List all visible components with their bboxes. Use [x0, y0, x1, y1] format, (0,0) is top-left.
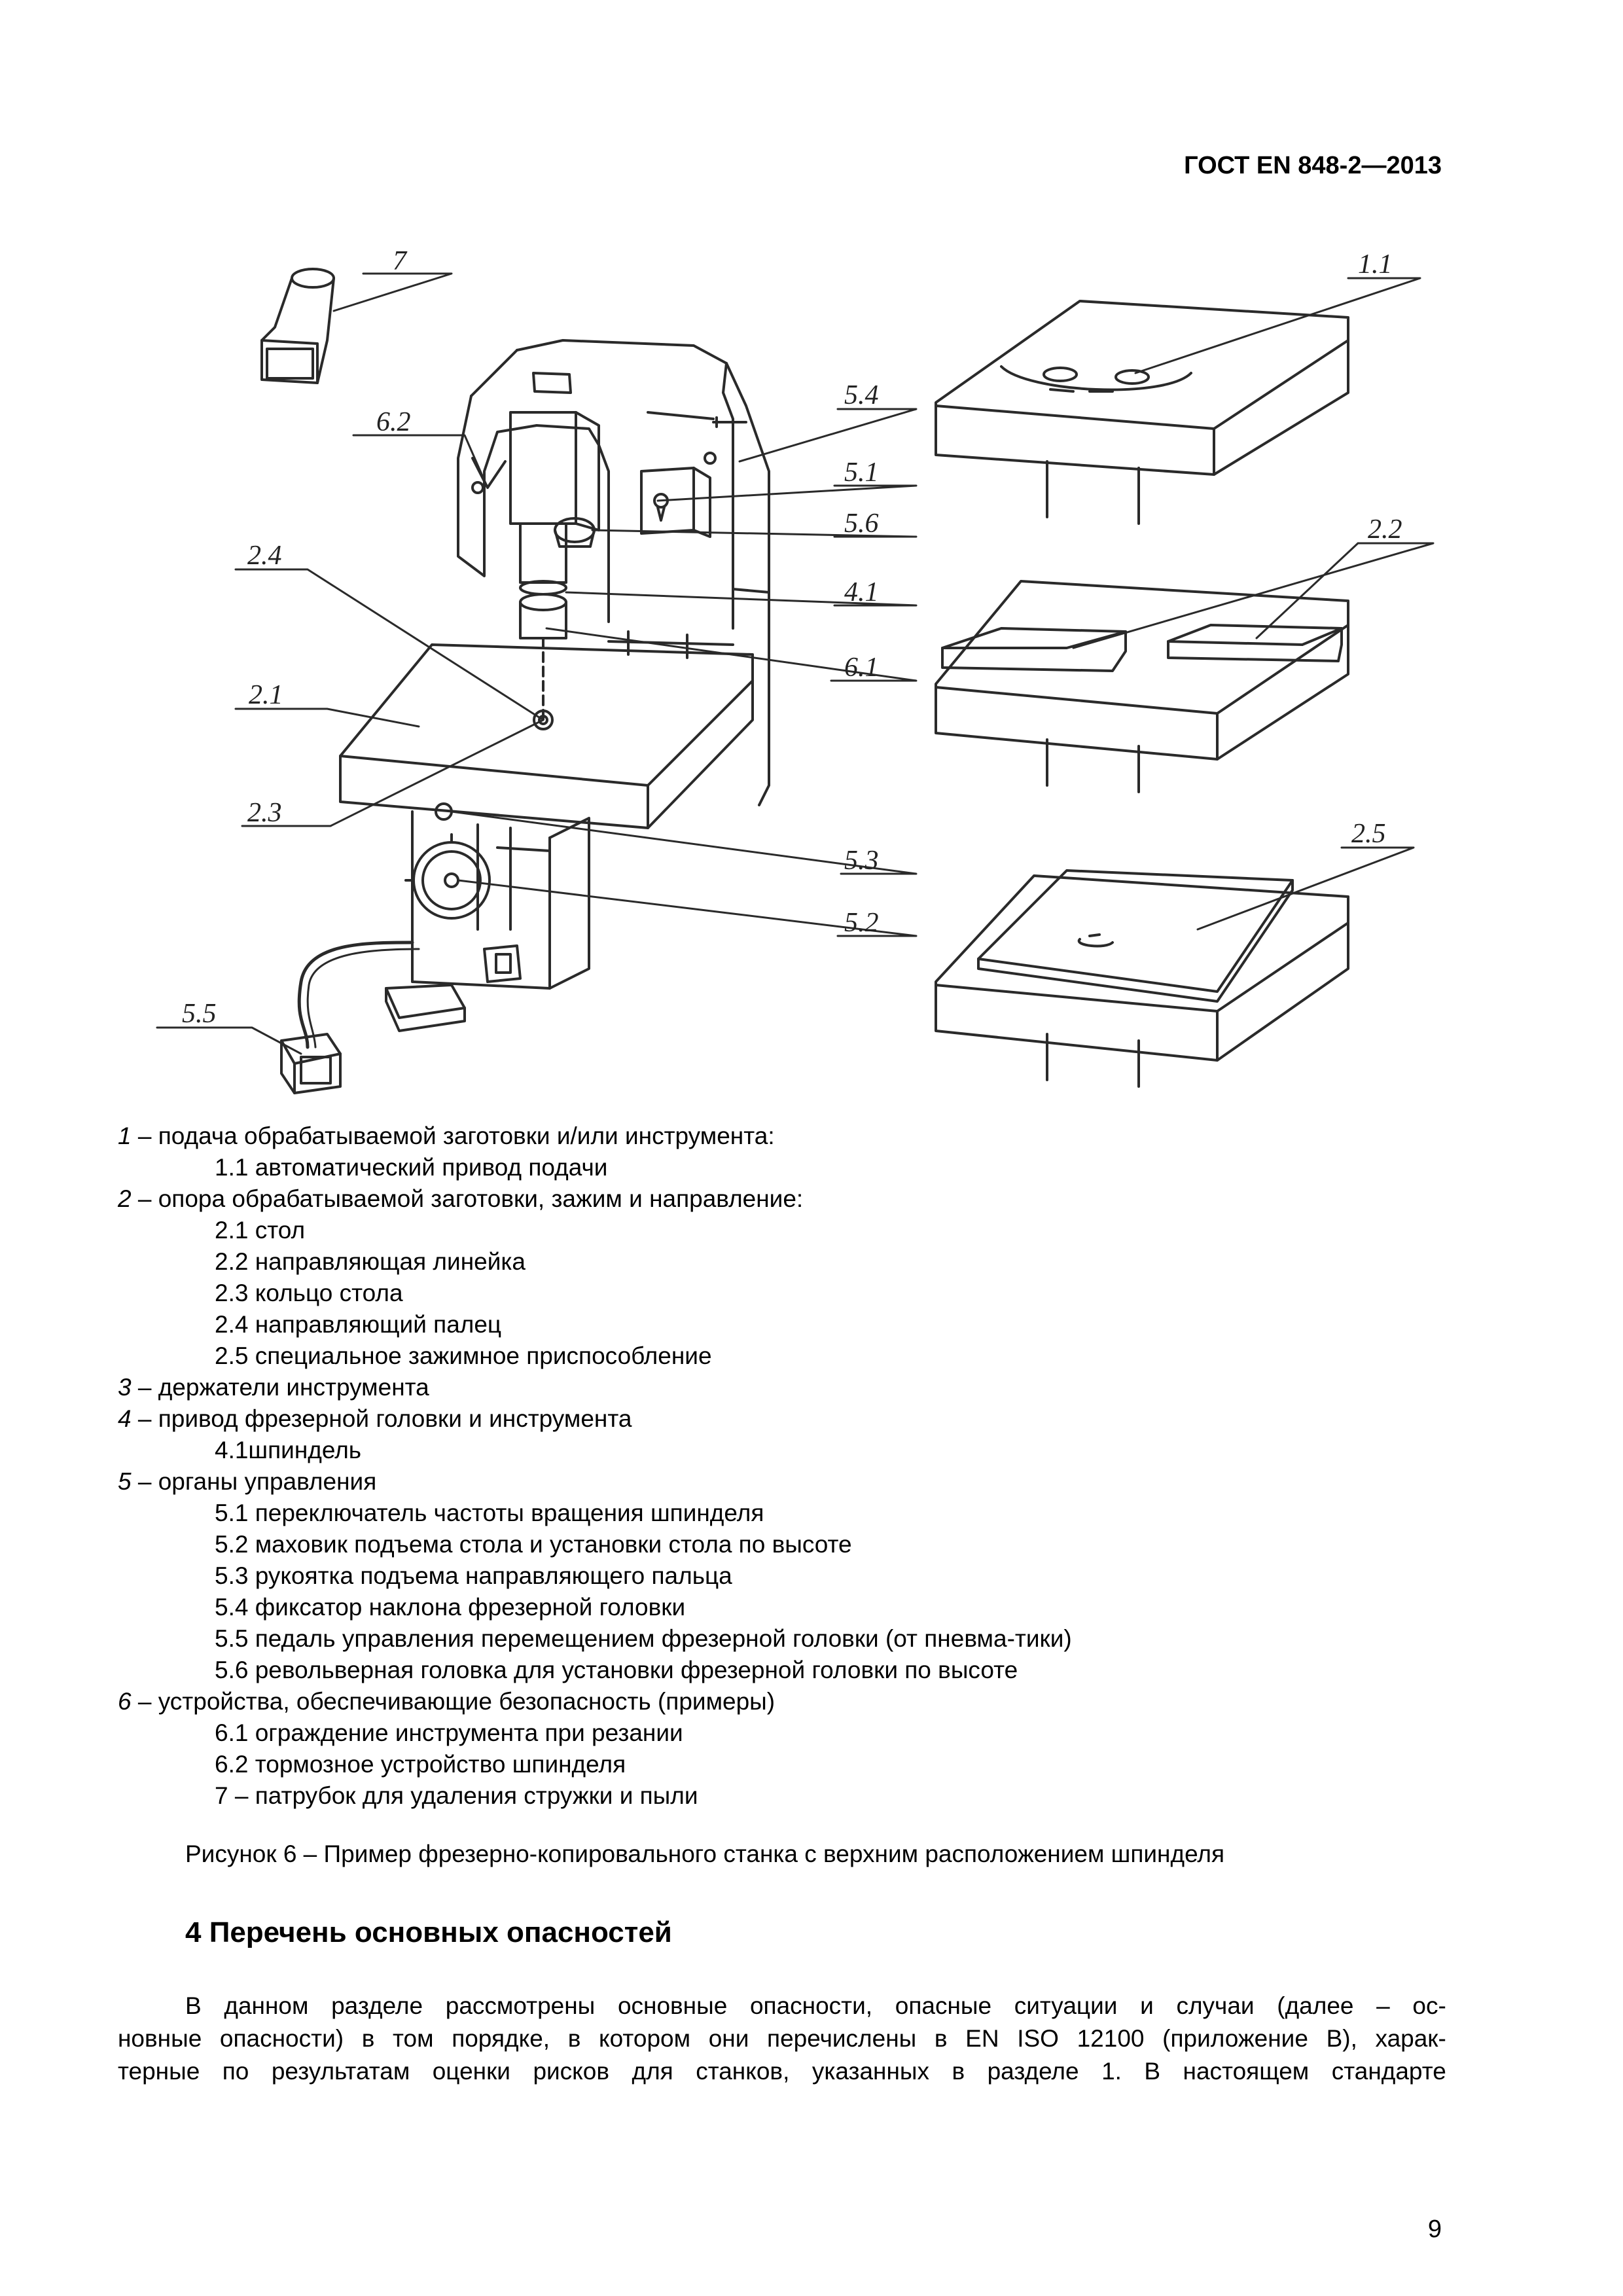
legend-item: 6 – устройства, обеспечивающие безопасно…: [118, 1688, 776, 1715]
word: случаи: [1176, 1992, 1255, 2019]
word: В: [185, 1992, 202, 2019]
word: разделе: [331, 1992, 423, 2019]
word: B),: [1326, 2025, 1357, 2052]
paragraph-line: терные по результатам оценки рисков для станко…: [118, 2055, 1446, 2088]
legend-subitem: 1.1 автоматический привод подачи: [215, 1154, 608, 1181]
word: стандарте: [1331, 2058, 1446, 2085]
legend-subitem: 7 – патрубок для удаления стружки и пыли: [215, 1782, 698, 1809]
word: харак-: [1375, 2025, 1446, 2052]
word: котором: [599, 2025, 691, 2052]
legend-item: 1 – подача обрабатываемой заготовки и/ил…: [118, 1122, 775, 1149]
word: основные: [617, 1992, 728, 2019]
word: они: [708, 2025, 749, 2052]
word: опасные: [895, 1992, 992, 2019]
legend-subitem: 2.1 стол: [215, 1217, 306, 1244]
word: указанных: [812, 2058, 929, 2085]
word: в: [934, 2025, 948, 2052]
word: ISO: [1017, 2025, 1059, 2052]
section-heading: 4 Перечень основных опасностей: [185, 1916, 672, 1948]
word: В: [1144, 2058, 1161, 2085]
figure-label-2-3: 2.3: [247, 798, 282, 828]
figure-label-2-4: 2.4: [247, 541, 282, 571]
feed-unit-drawing: [935, 300, 1349, 525]
document-standard-number: ГОСТ EN 848-2—2013: [1184, 152, 1442, 179]
word: (далее: [1277, 1992, 1354, 2019]
word: –: [1376, 1992, 1390, 2019]
word: в: [567, 2025, 581, 2052]
legend-subitem: 5.2 маховик подъема стола и установки ст…: [215, 1531, 852, 1558]
figure-label-5-2: 5.2: [844, 908, 879, 938]
word: EN: [965, 2025, 999, 2052]
legend-subitem: 5.6 револьверная головка для установки ф…: [215, 1657, 1018, 1683]
figure-label-6-1: 6.1: [844, 653, 879, 683]
word: 1.: [1101, 2058, 1122, 2085]
word: ос-: [1412, 1992, 1446, 2019]
legend-subitem: 5.4 фиксатор наклона фрезерной головки: [215, 1594, 686, 1621]
word: разделе: [987, 2058, 1079, 2085]
word: рисков: [533, 2058, 610, 2085]
guide-fence-drawing: [935, 580, 1349, 793]
figure-label-2-1: 2.1: [249, 680, 283, 710]
figure-label-2-2: 2.2: [1368, 514, 1402, 545]
word: перечислены: [767, 2025, 917, 2052]
word: в: [361, 2025, 375, 2052]
legend-subitem: 5.5 педаль управления перемещением фрезе…: [215, 1625, 1072, 1652]
word: ситуации: [1014, 1992, 1118, 2019]
legend-item: 2 – опора обрабатываемой заготовки, зажи…: [118, 1185, 804, 1212]
figure-label-7: 7: [393, 246, 408, 276]
legend-subitem: 5.1 переключатель частоты вращения шпинд…: [215, 1499, 764, 1526]
word: новные: [118, 2025, 202, 2052]
legend-item: 3 – держатели инструмента: [118, 1374, 429, 1401]
machine-figure: 7 6.2 2.4 2.1 2.3 5.4 5.1 5.6 4.1 6.1 5.…: [156, 246, 1435, 1094]
word: 12100: [1077, 2025, 1145, 2052]
legend-subitem: 2.3 кольцо стола: [215, 1280, 403, 1306]
word: станков,: [696, 2058, 790, 2085]
figure-label-4-1: 4.1: [844, 577, 879, 607]
word: в: [952, 2058, 965, 2085]
figure-label-6-2: 6.2: [376, 407, 411, 437]
clamping-fixture-drawing: [935, 869, 1349, 1088]
word: для: [632, 2058, 673, 2085]
figure-label-1-1: 1.1: [1358, 249, 1393, 279]
leader-lines: [156, 272, 1435, 1055]
word: настоящем: [1183, 2058, 1310, 2085]
word: рассмотрены: [445, 1992, 596, 2019]
word: порядке,: [452, 2025, 550, 2052]
figure-caption: Рисунок 6 – Пример фрезерно-копировально…: [185, 1840, 1225, 1867]
word: терные: [118, 2058, 200, 2085]
figure-label-2-5: 2.5: [1351, 819, 1386, 849]
figure-label-5-6: 5.6: [844, 509, 879, 539]
legend-subitem: 2.4 направляющий палец: [215, 1311, 502, 1338]
legend-subitem: 6.2 тормозное устройство шпинделя: [215, 1751, 626, 1778]
page-number: 9: [1427, 2215, 1442, 2243]
legend-subitem: 2.5 специальное зажимное приспособление: [215, 1342, 712, 1369]
legend-item: 4 – привод фрезерной головки и инструмен…: [118, 1405, 632, 1432]
legend-item: 5 – органы управления: [118, 1468, 377, 1495]
word: и: [1140, 1992, 1154, 2019]
figure-label-5-3: 5.3: [844, 846, 879, 876]
legend-subitem: 2.2 направляющая линейка: [215, 1248, 526, 1275]
machine-drawing: [280, 339, 770, 1094]
word: опасности,: [749, 1992, 873, 2019]
legend-subitem: 6.1 ограждение инструмента при резании: [215, 1719, 683, 1746]
word: оценки: [432, 2058, 510, 2085]
figure-label-5-5: 5.5: [182, 999, 217, 1029]
word: данном: [224, 1992, 309, 2019]
legend-subitem: 5.3 рукоятка подъема направляющего пальц…: [215, 1562, 732, 1589]
word: том: [393, 2025, 434, 2052]
figure-legend: 1 – подача обрабатываемой заготовки и/ил…: [118, 1121, 1072, 1812]
figure-label-5-1: 5.1: [844, 457, 879, 488]
word: (приложение: [1162, 2025, 1308, 2052]
figure-label-5-4: 5.4: [844, 380, 879, 410]
chip-extraction-nozzle-drawing: [260, 268, 335, 384]
word: результатам: [271, 2058, 410, 2085]
word: по: [222, 2058, 249, 2085]
word: опасности): [219, 2025, 344, 2052]
legend-subitem: 4.1шпиндель: [215, 1437, 362, 1463]
